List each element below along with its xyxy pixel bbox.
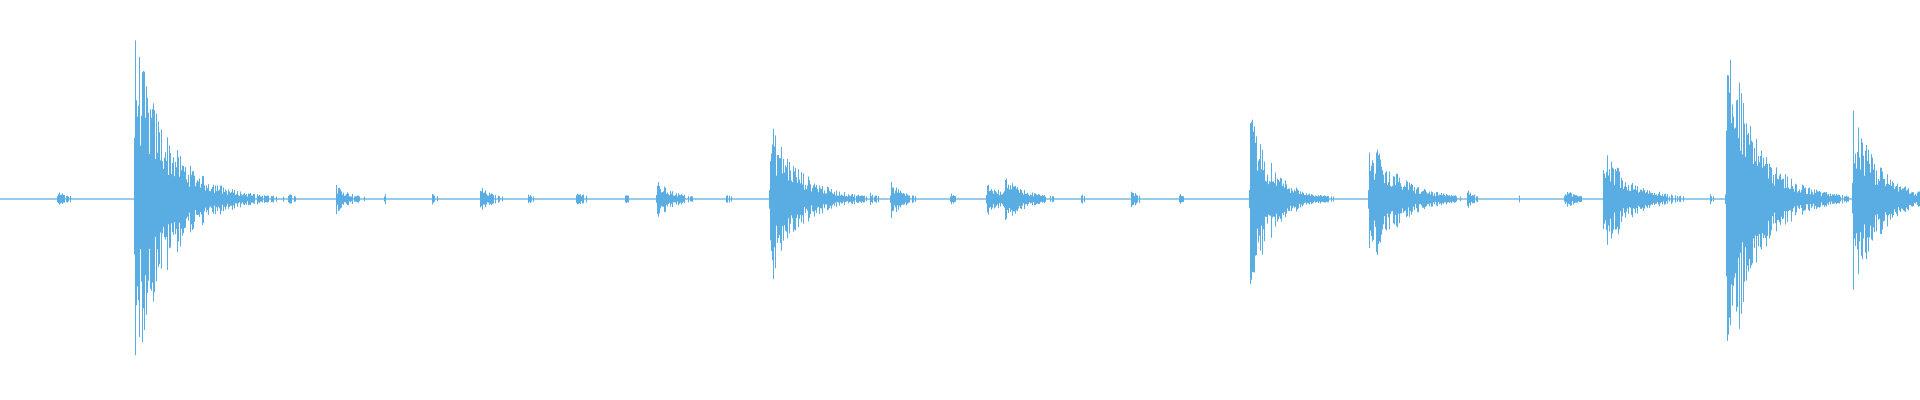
waveform-transient (336, 185, 386, 213)
waveform-transient (1657, 191, 1684, 206)
waveform-trace (0, 40, 1920, 356)
waveform-transient (1368, 149, 1520, 248)
waveform-transient (1179, 194, 1184, 204)
waveform-transient (769, 128, 956, 280)
waveform-transient (528, 194, 534, 204)
waveform-transient (726, 144, 773, 249)
waveform-transient (890, 182, 956, 215)
waveform-transient (384, 194, 386, 205)
waveform-transient (57, 192, 71, 205)
waveform-transient (1467, 190, 1520, 207)
waveform-transient (1321, 152, 1370, 241)
waveform-transient (200, 176, 295, 223)
waveform-transient (1876, 167, 1920, 234)
waveform-transient (1803, 185, 1849, 211)
waveform-transient (1081, 194, 1085, 204)
waveform-transient (432, 194, 438, 205)
